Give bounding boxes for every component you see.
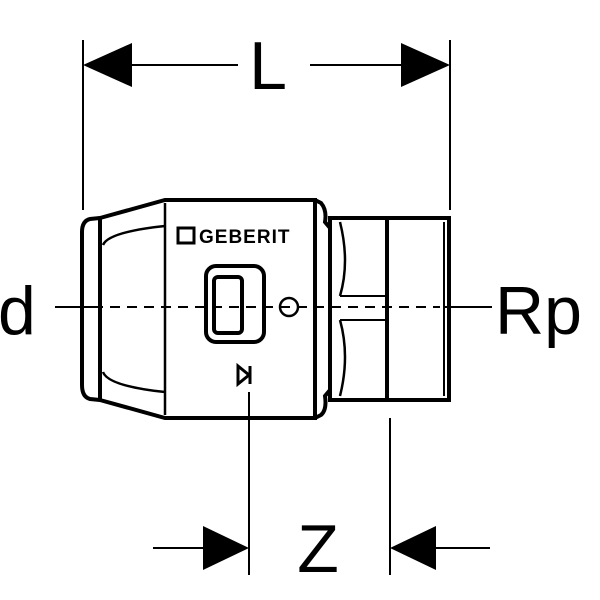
brand-mark: GEBERIT bbox=[199, 227, 290, 248]
label-rp: Rp bbox=[495, 273, 582, 349]
dimension-z: Z bbox=[153, 392, 490, 587]
arrowhead-z-left-icon bbox=[203, 526, 249, 570]
collar bbox=[314, 198, 332, 420]
arrowhead-right-icon bbox=[401, 43, 450, 87]
dimension-l: L bbox=[82, 28, 451, 210]
brand-square-icon bbox=[176, 226, 196, 245]
threaded-end bbox=[387, 216, 451, 402]
arrowhead-z-right-icon bbox=[390, 526, 436, 570]
insertion-marker-icon bbox=[236, 362, 252, 388]
label-z: Z bbox=[297, 511, 339, 587]
label-l: L bbox=[249, 28, 287, 104]
bevel-bottom bbox=[101, 371, 166, 394]
end-cap bbox=[80, 216, 101, 402]
hex-face-top bbox=[338, 221, 347, 297]
hex-nut bbox=[328, 216, 389, 402]
label-d: d bbox=[0, 273, 36, 349]
inspection-window-outer bbox=[204, 264, 266, 344]
hex-face-bottom bbox=[338, 319, 347, 397]
bevel-top bbox=[101, 224, 166, 246]
fitting-body: GEBERIT bbox=[80, 198, 451, 420]
inspection-window-inner bbox=[212, 275, 244, 335]
arrowhead-left-icon bbox=[83, 43, 132, 87]
